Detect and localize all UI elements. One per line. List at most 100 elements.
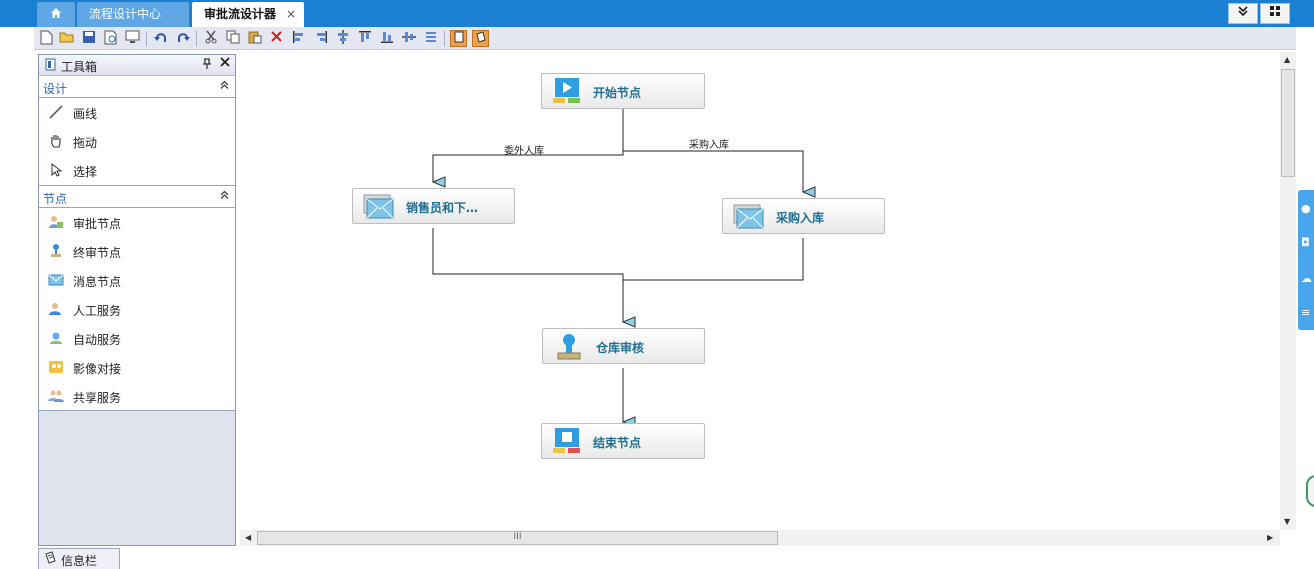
close-icon[interactable] [220, 56, 230, 71]
mail-stack-icon [363, 192, 395, 222]
tool-label: 人工服务 [73, 304, 122, 318]
grid-icon [1270, 6, 1280, 16]
align-bottom-icon[interactable] [378, 30, 395, 47]
tool-item-draw-line[interactable]: 画线 [39, 98, 235, 127]
chat-icon[interactable]: ● [1301, 202, 1311, 215]
edge-label-outsource: 委外人库 [504, 144, 544, 157]
info-toggle-icon[interactable] [472, 30, 489, 47]
scroll-up-icon[interactable]: ▲ [1284, 55, 1291, 64]
pin-icon[interactable] [202, 58, 212, 73]
toolbar-separator [444, 31, 445, 46]
preview-icon[interactable] [102, 30, 119, 47]
toolbox-icon [44, 58, 57, 74]
tool-label: 审批节点 [73, 217, 122, 231]
node-label-start: 开始节点 [593, 86, 642, 100]
float-round-button[interactable] [1306, 475, 1314, 507]
node-label-end: 结束节点 [593, 436, 642, 450]
tab-process-design-center[interactable]: 流程设计中心 [77, 2, 189, 27]
cloud-icon[interactable]: ☁ [1301, 272, 1312, 285]
tool-item-drag[interactable]: 拖动 [39, 127, 235, 156]
chevron-double-up-icon[interactable] [219, 189, 230, 203]
edge-start-to-sales [433, 108, 624, 182]
designer-toolbar [34, 27, 1296, 50]
side-floating-widget[interactable]: ● ◘ ☁ ≡ [1298, 190, 1314, 330]
tool-item-manual-service[interactable]: 人工服务 [39, 295, 235, 324]
horizontal-scroll-thumb[interactable]: III [257, 531, 778, 545]
message-icon[interactable]: ◘ [1301, 236, 1310, 249]
new-file-icon[interactable] [38, 30, 55, 47]
close-tab-icon[interactable]: × [285, 7, 296, 21]
flow-connectors: 委外人库 采购入库 [240, 108, 1284, 530]
double-chevron-down-icon [1238, 6, 1248, 17]
line-icon [47, 104, 64, 121]
top-tab-bar: 流程设计中心 审批流设计器 × [0, 0, 1314, 27]
tool-item-select[interactable]: 选择 [39, 156, 235, 185]
vertical-scroll-thumb[interactable] [1281, 69, 1295, 177]
stamp-icon [553, 332, 585, 362]
node-label-warehouse: 仓库审核 [596, 341, 645, 355]
info-bar-icon [44, 551, 57, 567]
tool-label: 拖动 [73, 136, 98, 150]
undo-icon[interactable] [152, 30, 169, 47]
flow-node-end[interactable]: 结束节点 [541, 423, 705, 459]
hand-icon [47, 133, 64, 150]
expand-tabs-button[interactable] [1228, 3, 1258, 24]
tab-designer-label: 审批流设计器 [204, 7, 277, 21]
delete-icon[interactable] [268, 30, 285, 47]
flow-node-sales[interactable]: 销售员和下… [352, 188, 515, 224]
tool-item-final-approval-node[interactable]: 终审节点 [39, 237, 235, 266]
toolbox-header: 工具箱 [39, 55, 235, 76]
toolbox-toggle-icon[interactable] [450, 30, 467, 47]
align-middle-icon[interactable] [400, 30, 417, 47]
align-top-icon[interactable] [356, 30, 373, 47]
tool-item-approval-node[interactable]: 审批节点 [39, 208, 235, 237]
distribute-icon[interactable] [422, 30, 439, 47]
tool-item-auto-service[interactable]: 自动服务 [39, 324, 235, 353]
tool-label: 共享服务 [73, 391, 122, 405]
scroll-left-icon[interactable]: ◀ [245, 533, 252, 542]
section-nodes-title: 节点 [43, 192, 68, 206]
vertical-scrollbar[interactable]: ▲ ▼ [1280, 52, 1296, 530]
flow-node-start[interactable]: 开始节点 [541, 73, 705, 109]
align-left-icon[interactable] [290, 30, 307, 47]
tool-item-image-link[interactable]: 影像对接 [39, 353, 235, 382]
image-link-icon [47, 359, 64, 376]
toolbar-separator [196, 31, 197, 46]
tab-home[interactable] [37, 2, 75, 27]
scroll-down-icon[interactable]: ▼ [1284, 517, 1291, 526]
open-folder-icon[interactable] [58, 30, 75, 47]
align-center-icon[interactable] [334, 30, 351, 47]
tool-label: 画线 [73, 107, 98, 121]
grid-menu-button[interactable] [1260, 3, 1290, 24]
mail-stack-icon [733, 202, 765, 232]
section-design-header[interactable]: 设计 [39, 76, 235, 98]
paste-icon[interactable] [246, 30, 263, 47]
info-bar-tab[interactable]: 信息栏 [38, 548, 120, 569]
tab-approval-flow-designer[interactable]: 审批流设计器 × [192, 2, 304, 27]
pointer-icon [47, 162, 64, 179]
copy-icon[interactable] [224, 30, 241, 47]
info-bar-label: 信息栏 [61, 554, 98, 568]
database-icon[interactable]: ≡ [1301, 306, 1311, 319]
tool-label: 终审节点 [73, 246, 122, 260]
node-label-purchase: 采购入库 [776, 211, 825, 225]
start-node-icon [552, 77, 584, 107]
chevron-double-up-icon[interactable] [219, 79, 230, 93]
flow-node-purchase[interactable]: 采购入库 [722, 198, 885, 234]
tool-item-shared-service[interactable]: 共享服务 [39, 382, 235, 411]
flow-node-warehouse[interactable]: 仓库审核 [542, 328, 705, 364]
scroll-right-icon[interactable]: ▶ [1267, 533, 1274, 542]
save-icon[interactable] [80, 30, 97, 47]
monitor-icon[interactable] [124, 30, 141, 47]
edge-sales-to-warehouse [432, 228, 623, 322]
toolbox-panel: 工具箱 设计 画线 拖动 选择 节点 [38, 54, 236, 546]
align-right-icon[interactable] [312, 30, 329, 47]
edge-purchase-to-warehouse [623, 238, 804, 281]
horizontal-scrollbar[interactable]: ◀ III ▶ [240, 530, 1280, 546]
section-nodes-header[interactable]: 节点 [39, 186, 235, 208]
redo-icon[interactable] [174, 30, 191, 47]
tool-label: 消息节点 [73, 275, 122, 289]
tool-item-message-node[interactable]: 消息节点 [39, 266, 235, 295]
design-canvas[interactable]: 委外人库 采购入库 开始节点 销售员和下… 采购入库 仓库审核 结束节点 [240, 50, 1284, 530]
cut-icon[interactable] [202, 30, 219, 47]
